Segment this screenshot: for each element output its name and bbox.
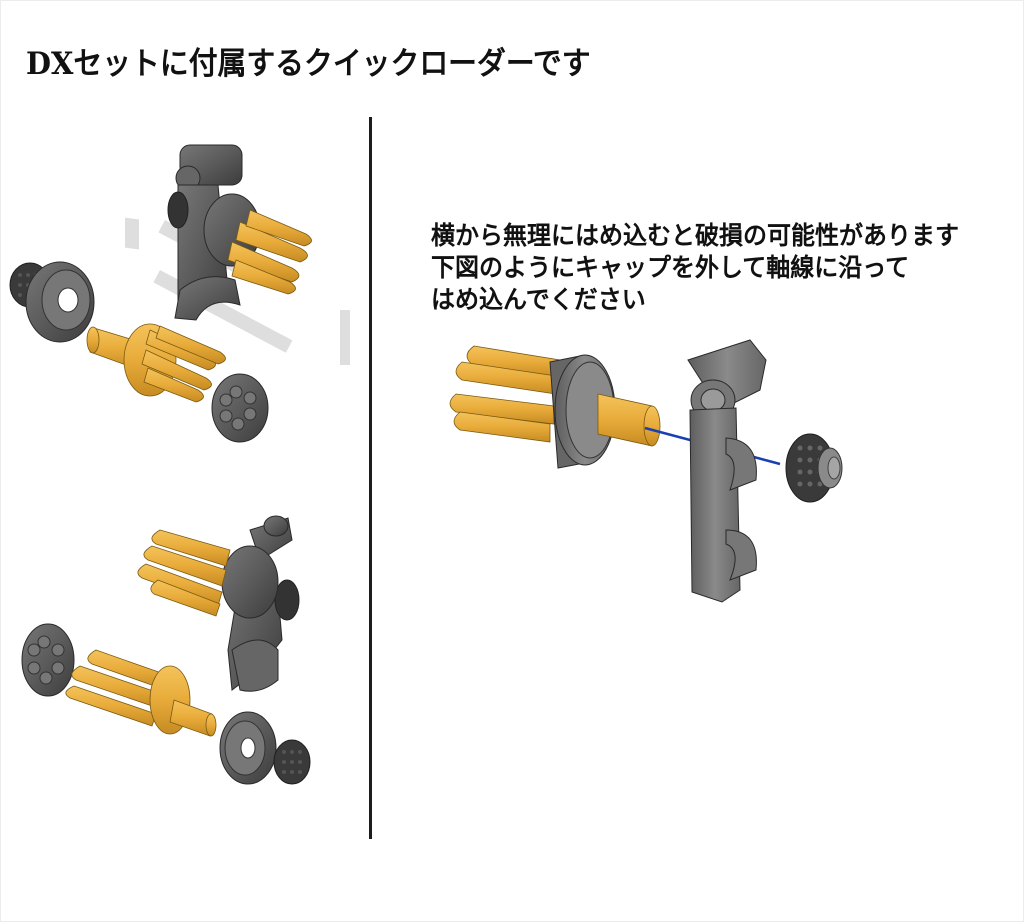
hook-bracket: [687, 339, 767, 603]
instruction-note: 横から無理にはめ込むと破損の可能性があります 下図のようにキャップを外して軸線に…: [431, 220, 959, 316]
page-title: DXセットに付属するクイックローダーです: [26, 46, 591, 82]
exploded-view-top-left-graphic: [9, 144, 350, 443]
axle: [597, 393, 661, 447]
instruction-line-3: はめ込んでください: [431, 285, 646, 314]
exploded-view-bottom-left-graphic: [21, 515, 311, 785]
ring-cap: [25, 261, 95, 343]
instruction-line-2: 下図のようにキャップを外して軸線に沿って: [431, 253, 910, 282]
assembly-axis-view-graphic: [449, 339, 843, 603]
cartridge-cylinder: [86, 323, 226, 403]
cartridge-bundle: [449, 345, 561, 443]
vertical-divider: [369, 117, 372, 839]
bracket-part: [174, 144, 243, 321]
exploded-view-top-left: [0, 130, 370, 460]
assembly-axis-view: [430, 330, 880, 620]
instruction-line-1: 横から無理にはめ込むと破損の可能性があります: [431, 221, 960, 250]
knurled-knob-right: [785, 433, 843, 503]
exploded-view-bottom-left: [0, 500, 370, 800]
end-plate: [211, 373, 269, 443]
